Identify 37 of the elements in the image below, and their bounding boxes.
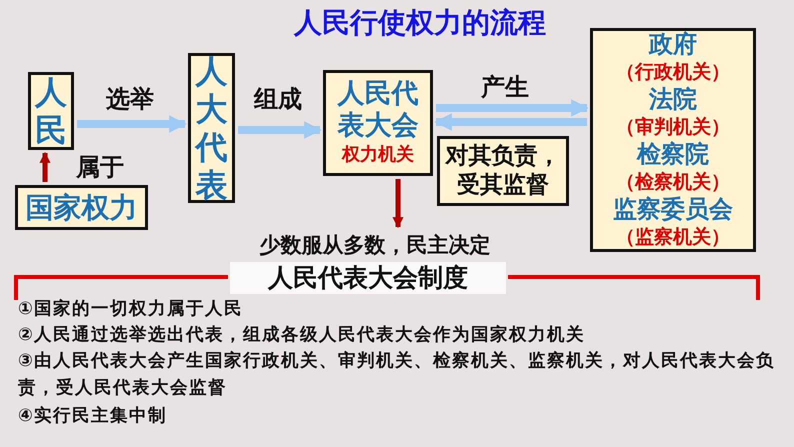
note-text: 少数服从多数，民主决定 <box>195 230 555 260</box>
edge-label: 产生 <box>480 72 530 102</box>
organ-box <box>590 28 756 252</box>
edge-label: 组成 <box>252 84 303 114</box>
node-text: （监察机关） <box>616 225 730 250</box>
process-box <box>28 72 74 150</box>
arrow <box>77 115 187 133</box>
process-box <box>323 70 433 176</box>
node-text: 监察委员会 <box>613 195 733 224</box>
node-text: （检察机关） <box>616 170 730 195</box>
arrow <box>238 121 322 139</box>
arrow <box>434 113 587 131</box>
list-item: ②人民通过选举选出代表，组成各级人民代表大会作为国家权力机关 <box>18 324 586 347</box>
arrow <box>40 152 50 182</box>
node-text: 检察院 <box>637 140 709 169</box>
list-item: ①国家的一切权力属于人民 <box>18 298 244 321</box>
arrow <box>392 179 404 228</box>
node-text: 法院 <box>649 85 697 114</box>
node-text: 权力机关 <box>342 143 414 167</box>
title: 人民行使权力的流程 <box>292 5 547 41</box>
node-text: 对其负责，受其监督 <box>444 142 562 200</box>
node-text: 人民代表大会 <box>336 78 420 142</box>
note-box <box>437 136 569 206</box>
process-box <box>15 185 148 230</box>
node-text: 人民 <box>34 73 68 149</box>
node-text: 国家权力 <box>26 190 138 224</box>
section-heading: 人民代表大会制度 <box>230 262 506 294</box>
node-text: （审判机关） <box>616 115 730 140</box>
edge-label: 选举 <box>105 84 155 114</box>
list-item: ④实行民主集中制 <box>18 404 168 428</box>
list-item: ③由人民代表大会产生国家行政机关、审判机关、检察机关、监察机关，对人民代表大会负责，受人民代表大会监督 <box>18 350 776 400</box>
node-text: 政府 <box>649 30 697 59</box>
process-box <box>188 53 235 203</box>
node-text: 人大代表 <box>194 52 228 204</box>
edge-label: 属于 <box>74 152 125 182</box>
arrow <box>436 99 589 117</box>
node-text: （行政机关） <box>616 60 730 85</box>
